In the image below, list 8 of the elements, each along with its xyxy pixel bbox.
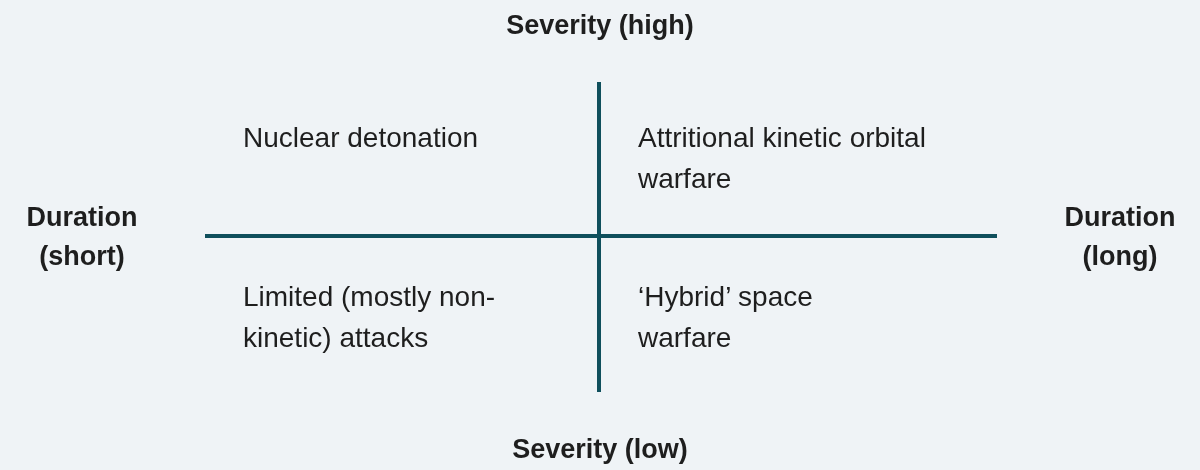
quadrant-label: Attritional kinetic orbital warfare — [638, 121, 927, 196]
quadrant-label: Limited (mostly non-kinetic) attacks — [243, 280, 497, 355]
axis-label: Severity (high) — [505, 9, 695, 42]
axis-label: Severity (low) — [511, 433, 689, 466]
quadrant-label: ‘Hybrid’ space warfare — [638, 280, 814, 355]
quadrant-label: Nuclear detonation — [243, 121, 480, 155]
axis-label: Duration (short) — [25, 201, 139, 274]
axis-label: Duration (long) — [1063, 201, 1177, 274]
